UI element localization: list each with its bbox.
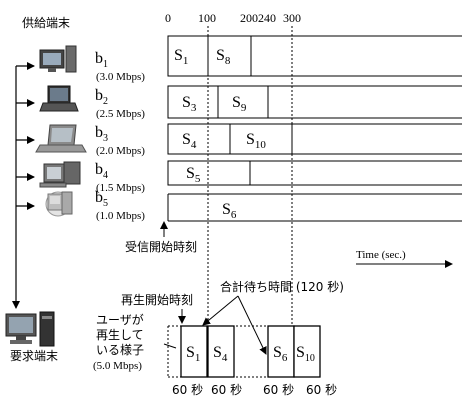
desktop-computer-icon: [40, 162, 80, 187]
block-subscript: 1: [195, 352, 201, 364]
segment-subscript: 5: [195, 173, 201, 185]
peer-subscript: 2: [103, 96, 108, 107]
block-subscript: 4: [222, 352, 228, 364]
desktop-computer-icon: [40, 46, 76, 72]
segment-box: [168, 161, 250, 185]
total-wait-label: 合計待ち時間 (120 秒): [220, 279, 344, 294]
supply-terminal-label: 供給端末: [22, 16, 70, 30]
peer-name: b: [95, 87, 103, 104]
peer-row-b3: b3 (2.0 Mbps) S4 S10: [16, 124, 462, 157]
peer-rate: (3.0 Mbps): [96, 71, 145, 83]
duration-label: 60 秒: [306, 383, 337, 397]
duration-label: 60 秒: [263, 383, 294, 397]
tick-label-0: 0: [165, 11, 171, 25]
segment-subscript: 8: [225, 55, 231, 67]
time-axis-label: Time (sec.): [356, 249, 406, 261]
svg-text:b1: b1: [95, 50, 108, 70]
svg-text:S1: S1: [174, 47, 188, 67]
segment-name: S: [246, 131, 255, 148]
peer-subscript: 3: [103, 133, 108, 144]
peer-subscript: 4: [103, 170, 108, 181]
peer-row-b4: b4 (1.5 Mbps) S5: [16, 161, 462, 194]
segment-name: S: [174, 47, 183, 64]
svg-text:S10: S10: [246, 131, 266, 151]
segment-name: S: [232, 94, 241, 111]
desktop-computer-icon: [46, 192, 72, 216]
peer-rate: (1.5 Mbps): [96, 182, 145, 194]
svg-text:S9: S9: [232, 94, 247, 114]
peer-rate: (1.0 Mbps): [96, 210, 145, 222]
tick-label-200: 200: [240, 11, 258, 25]
segment-subscript: 6: [231, 209, 237, 221]
peer-name: b: [95, 124, 103, 141]
segment-subscript: 10: [255, 139, 267, 151]
peer-row-b5: b5 (1.0 Mbps) S6: [16, 189, 462, 222]
block-name: S: [296, 344, 305, 361]
segment-box: [168, 124, 230, 154]
laptop-icon: [40, 86, 78, 111]
block-name: S: [186, 344, 195, 361]
svg-text:S4: S4: [182, 131, 197, 151]
peer-name: b: [95, 50, 103, 67]
segment-name: S: [182, 131, 191, 148]
peer-row-b1: b1 (3.0 Mbps) S1 S8: [16, 36, 462, 83]
segment-subscript: 9: [241, 102, 247, 114]
tick-label-300: 300: [283, 11, 301, 25]
segment-name: S: [222, 201, 231, 218]
block-subscript: 10: [305, 353, 315, 364]
segment-name: S: [216, 47, 225, 64]
playback-blocks: S1 S4 S6 S10: [181, 326, 320, 377]
duration-label: 60 秒: [211, 383, 242, 397]
peer-rate: (2.0 Mbps): [96, 145, 145, 157]
laptop-icon: [36, 125, 86, 152]
peer-rate: (2.5 Mbps): [96, 108, 145, 120]
segment-subscript: 1: [183, 55, 189, 67]
segment-subscript: 4: [191, 139, 197, 151]
peer-name: b: [95, 161, 103, 178]
svg-text:S5: S5: [186, 165, 201, 185]
wait-arrow-right: [238, 296, 266, 354]
request-terminal-label: 要求端末: [10, 349, 58, 363]
block-name: S: [213, 344, 222, 361]
peer-subscript: 1: [103, 59, 108, 70]
block-subscript: 6: [282, 352, 288, 364]
block-name: S: [273, 344, 282, 361]
segment-name: S: [182, 94, 191, 111]
svg-text:S6: S6: [222, 201, 237, 221]
user-rate: (5.0 Mbps): [93, 360, 142, 372]
svg-text:b2: b2: [95, 87, 108, 107]
duration-label: 60 秒: [172, 383, 203, 397]
tick-label-240: 240: [258, 11, 276, 25]
svg-text:b4: b4: [95, 161, 108, 181]
peer-subscript: 5: [103, 198, 108, 209]
user-line1: ユーザが: [96, 312, 144, 327]
user-pointer-line: [164, 344, 176, 348]
svg-text:b3: b3: [95, 124, 108, 144]
play-start-label: 再生開始時刻: [121, 293, 193, 307]
segment-name: S: [186, 165, 195, 182]
user-line3: いる様子: [96, 343, 144, 357]
svg-text:S3: S3: [182, 94, 197, 114]
svg-text:S8: S8: [216, 47, 231, 67]
segment-subscript: 3: [191, 102, 197, 114]
desktop-computer-icon: [6, 312, 54, 346]
recv-start-label: 受信開始時刻: [125, 240, 197, 254]
peer-name: b: [95, 189, 103, 206]
tick-label-100: 100: [198, 11, 216, 25]
user-line2: 再生して: [96, 328, 144, 342]
peer-row-b2: b2 (2.5 Mbps) S3 S9: [16, 86, 462, 120]
